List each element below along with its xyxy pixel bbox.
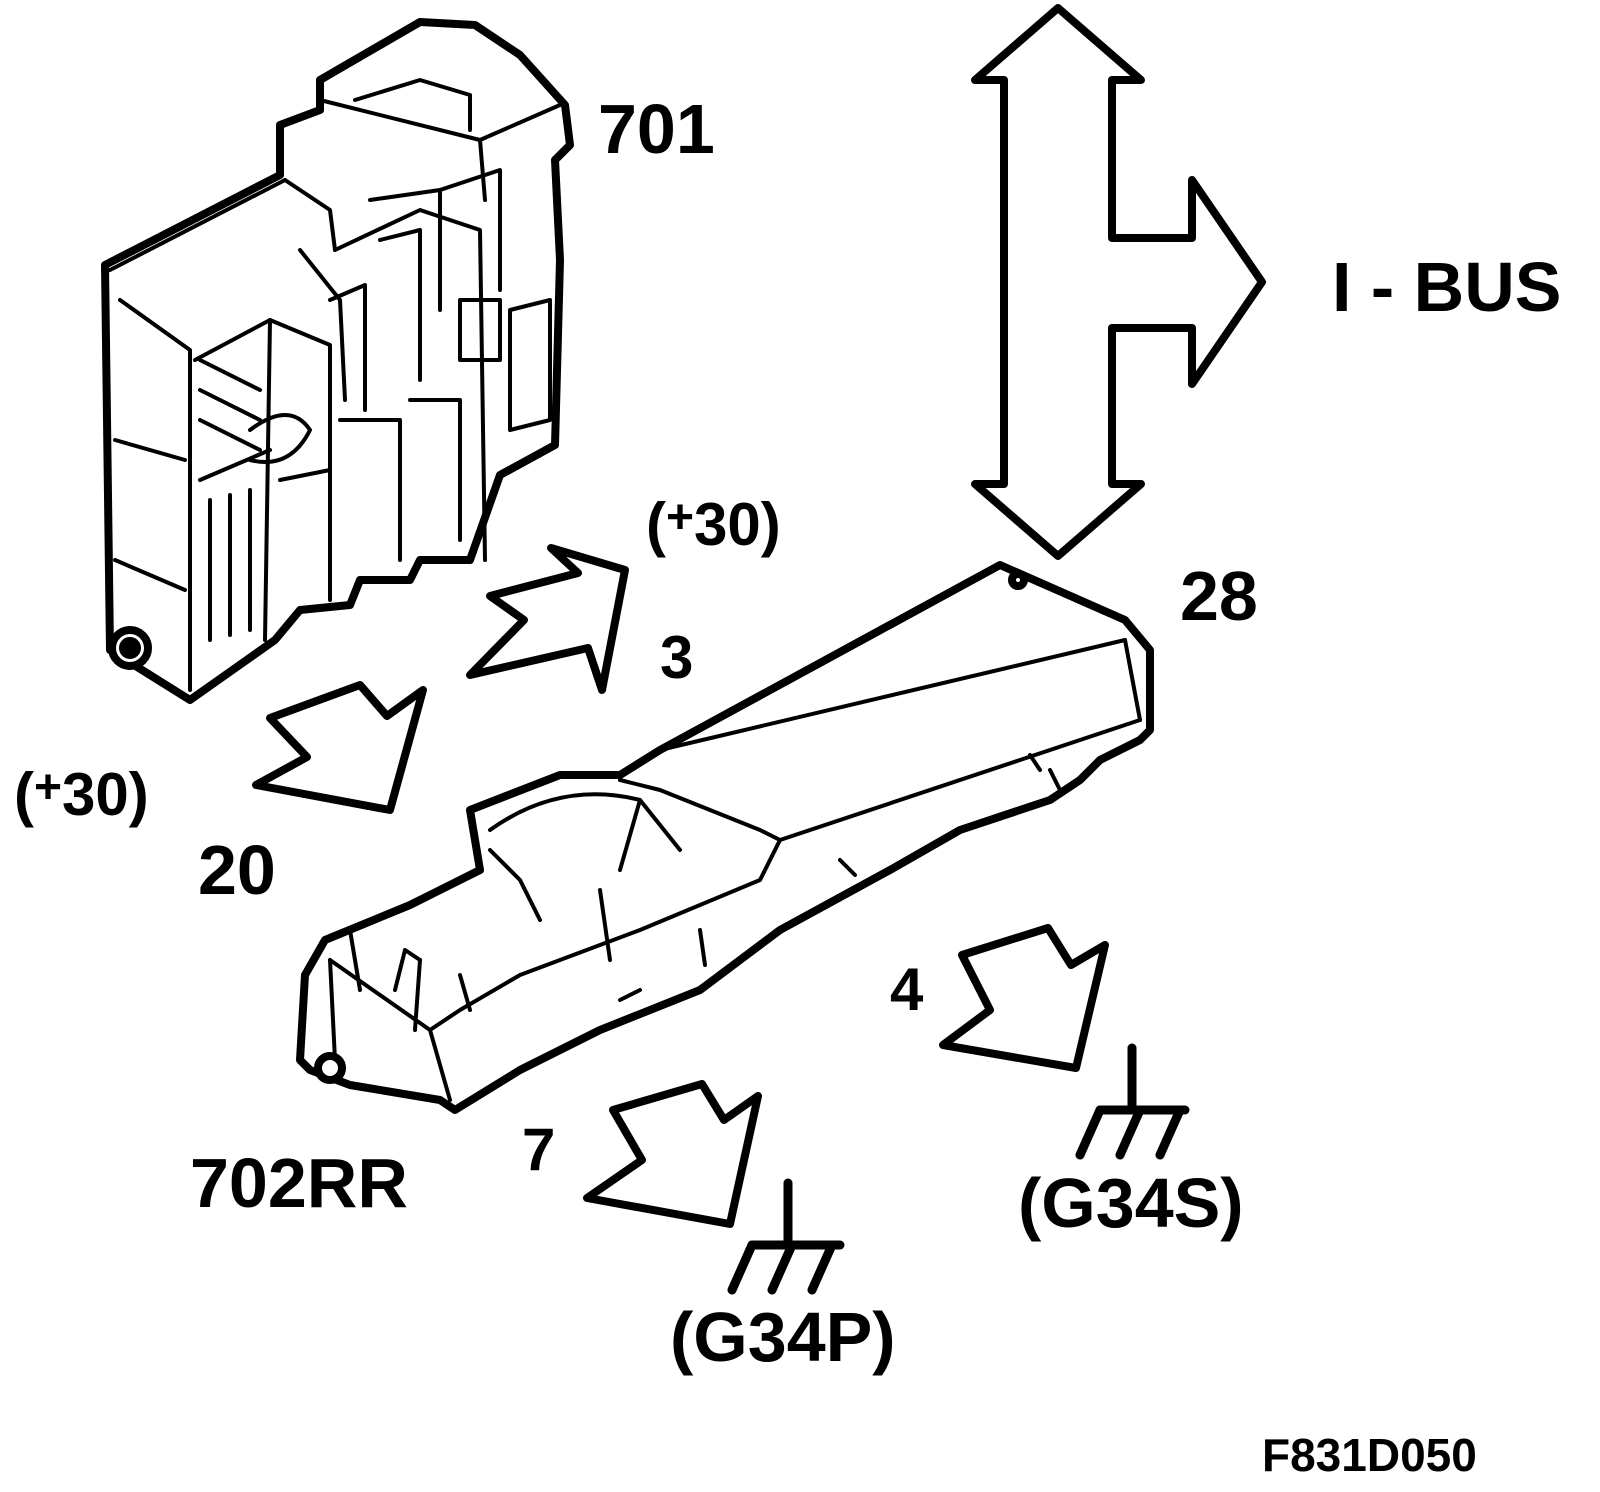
figure-code: F831D050	[1262, 1429, 1477, 1481]
arrow-ground-pin-7	[583, 1080, 762, 1228]
label-module-702rr: 702RR	[190, 1144, 408, 1222]
supply-number: 30)	[62, 761, 149, 828]
supply-number: 30)	[694, 491, 781, 558]
label-pin-3: 3	[660, 624, 694, 691]
label-i-bus: I - BUS	[1332, 248, 1562, 326]
label-ground-g34p: (G34P)	[670, 1298, 896, 1376]
supply-plus-sign: +	[33, 761, 63, 814]
supply-open-paren: (	[14, 761, 34, 828]
label-pin-28: 28	[1180, 557, 1258, 635]
label-supply-30-lower: (+30)	[14, 764, 149, 825]
ground-symbol-g34s	[1075, 1043, 1190, 1160]
label-pin-20: 20	[198, 831, 276, 909]
arrow-supply-pin-20	[252, 681, 427, 814]
label-pin-4: 4	[890, 956, 924, 1023]
label-ground-g34s: (G34S)	[1018, 1164, 1244, 1242]
module-701-drawing	[101, 18, 574, 704]
i-bus-arrow	[971, 4, 1266, 560]
supply-plus-sign: +	[665, 491, 695, 544]
label-module-701: 701	[598, 90, 715, 168]
label-pin-7: 7	[522, 1116, 556, 1183]
arrow-ground-pin-4	[939, 924, 1109, 1072]
supply-open-paren: (	[646, 491, 666, 558]
arrow-supply-pin-3	[466, 544, 629, 694]
label-supply-30-upper: (+30)	[646, 494, 781, 555]
ground-symbol-g34p	[727, 1178, 845, 1295]
module-702rr-drawing	[296, 561, 1154, 1114]
